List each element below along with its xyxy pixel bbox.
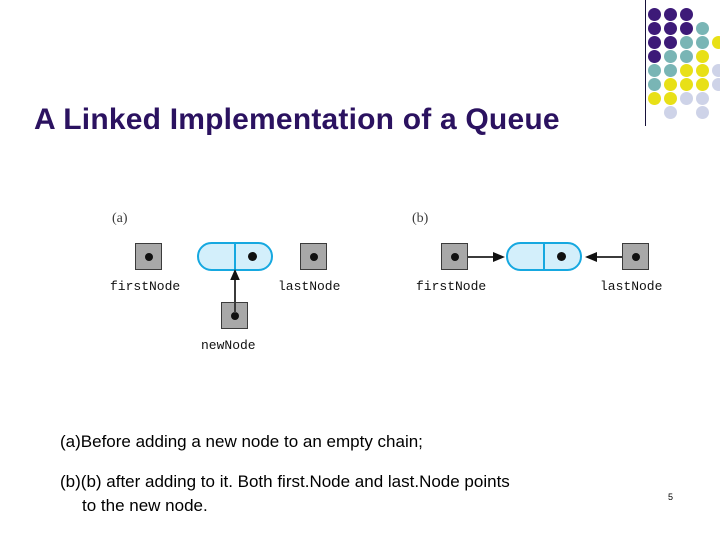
decoration-dot (648, 36, 661, 49)
decoration-dot (664, 106, 677, 119)
decoration-dot (712, 64, 720, 77)
panel-b-last-node-box (622, 243, 649, 270)
decoration-dot (664, 64, 677, 77)
pointer-bullet-icon (144, 252, 153, 261)
panel-b-last-node-arrow-icon (585, 252, 622, 262)
decoration-dot (712, 78, 720, 91)
panel-a-new-node-box (221, 302, 248, 329)
panel-b-first-node-box (441, 243, 468, 270)
decoration-dot (664, 78, 677, 91)
page-number: 5 (668, 492, 674, 502)
decoration-dot (696, 22, 709, 35)
figure-panel-a: (a) firstNode lastNode newNode (104, 195, 394, 380)
dot-grid-decoration (648, 8, 720, 120)
figure-panel-b: (b) firstNode lastNode (404, 195, 694, 380)
decoration-dot (664, 8, 677, 21)
figure-linked-queue: (a) firstNode lastNode newNode (b) (0, 195, 720, 380)
decoration-dot (680, 64, 693, 77)
decoration-dot (648, 92, 661, 105)
node-divider (543, 244, 545, 269)
node-next-bullet-icon (247, 252, 257, 261)
pointer-bullet-icon (230, 311, 239, 320)
body-bullet-a: (a)Before adding a new node to an empty … (60, 432, 423, 451)
panel-a-first-node-label: firstNode (110, 279, 181, 294)
panel-a-last-node-label: lastNode (278, 279, 341, 294)
decoration-dot (696, 64, 709, 77)
body-bullet-b-line2: to the new node. (82, 496, 208, 515)
decoration-dot (664, 22, 677, 35)
pointer-bullet-icon (631, 252, 640, 261)
decoration-dot (664, 36, 677, 49)
panel-b-chain-node (506, 242, 582, 271)
panel-b-last-node-label: lastNode (600, 279, 663, 294)
decoration-dot (680, 22, 693, 35)
panel-b-label: (b) (412, 211, 429, 226)
body-bullet-b-line1: (b)(b) after adding to it. Both first.No… (60, 472, 510, 491)
decoration-dot (696, 106, 709, 119)
decoration-dot (696, 50, 709, 63)
decoration-dot (680, 8, 693, 21)
panel-a-label: (a) (112, 211, 128, 226)
decoration-dot (712, 36, 720, 49)
panel-b-first-node-arrow-icon (468, 252, 505, 262)
node-divider (234, 244, 236, 269)
decoration-dot (648, 78, 661, 91)
decoration-dot (696, 92, 709, 105)
panel-b-first-node-label: firstNode (416, 279, 487, 294)
decoration-dot (696, 78, 709, 91)
panel-a-new-node-arrow-icon (230, 269, 240, 313)
panel-a-last-node-box (300, 243, 327, 270)
body-bullet-b: (b)(b) after adding to it. Both first.No… (60, 470, 700, 518)
panel-a-new-node-label: newNode (201, 338, 256, 353)
decoration-dot (680, 50, 693, 63)
pointer-bullet-icon (450, 252, 459, 261)
decoration-dot (648, 50, 661, 63)
pointer-bullet-icon (309, 252, 318, 261)
title-vertical-rule (645, 0, 646, 126)
decoration-dot (664, 50, 677, 63)
decoration-dot (680, 78, 693, 91)
node-next-bullet-icon (556, 252, 566, 261)
decoration-dot (664, 92, 677, 105)
decoration-dot (696, 36, 709, 49)
decoration-dot (648, 64, 661, 77)
decoration-dot (648, 22, 661, 35)
decoration-dot (680, 92, 693, 105)
decoration-dot (648, 8, 661, 21)
decoration-dot (680, 36, 693, 49)
panel-a-first-node-box (135, 243, 162, 270)
page-title: A Linked Implementation of a Queue (34, 103, 560, 136)
